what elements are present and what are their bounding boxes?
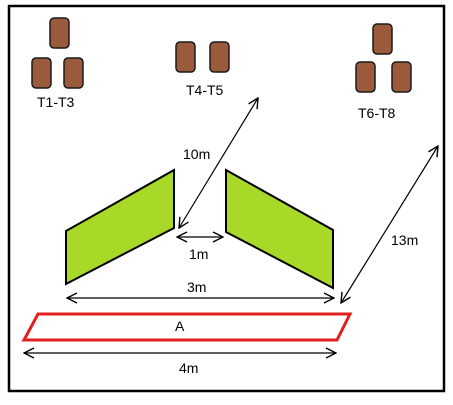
right-green-panel bbox=[225, 168, 334, 290]
crate-group-t6-t8: T6-T8 bbox=[355, 23, 412, 121]
group-label-t4-t5: T4-T5 bbox=[186, 82, 224, 98]
dimension-label-1m: 1m bbox=[189, 246, 208, 262]
crate-group-t4-t5: T4-T5 bbox=[175, 41, 230, 98]
zone-a bbox=[21, 312, 353, 342]
crate-icon bbox=[63, 57, 84, 89]
crate-icon bbox=[49, 17, 70, 49]
crate-icon bbox=[175, 41, 196, 73]
crate-icon bbox=[209, 41, 230, 73]
crate-icon bbox=[391, 61, 412, 93]
dimension-label-13m: 13m bbox=[391, 232, 418, 248]
crate-group-t1-t3: T1-T3 bbox=[31, 17, 84, 110]
dimension-arrow-13m bbox=[341, 146, 438, 303]
dimension-label-3m: 3m bbox=[187, 279, 206, 295]
dimension-arrow-10m bbox=[179, 98, 258, 228]
crate-icon bbox=[372, 23, 393, 55]
outer-frame bbox=[7, 4, 446, 393]
group-label-t6-t8: T6-T8 bbox=[358, 105, 396, 121]
crate-icon bbox=[31, 57, 52, 89]
dimension-label-4m: 4m bbox=[179, 360, 198, 376]
left-green-panel bbox=[65, 168, 175, 286]
dimension-label-10m: 10m bbox=[183, 146, 210, 162]
zone-a-label: A bbox=[175, 318, 185, 334]
crate-icon bbox=[355, 61, 376, 93]
group-label-t1-t3: T1-T3 bbox=[37, 94, 75, 110]
